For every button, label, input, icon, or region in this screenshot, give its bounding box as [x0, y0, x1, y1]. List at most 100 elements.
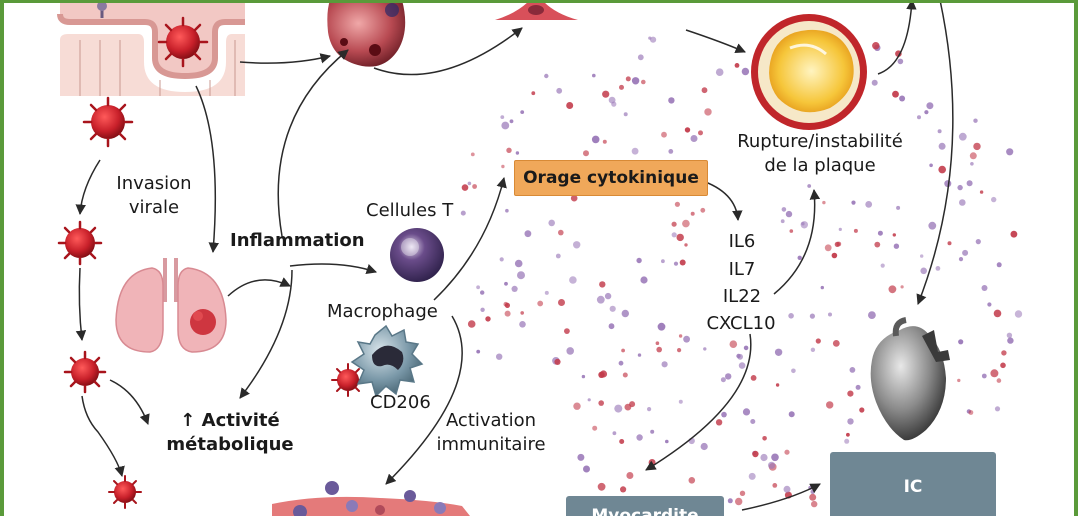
cytokine-dot: [548, 219, 555, 227]
cytokine-dot: [703, 347, 707, 351]
invasion-virale-label: Invasion virale: [92, 172, 216, 220]
cytokine-dot: [788, 313, 794, 319]
cytokine-dot: [996, 262, 1002, 268]
cytokine-dot: [661, 361, 668, 368]
cytokine-dot: [604, 292, 612, 300]
cytokine-dot: [801, 222, 805, 226]
cytokine-dot: [1014, 310, 1023, 318]
cytokine-dot: [461, 184, 469, 191]
cytokine-dot: [472, 184, 477, 189]
cytokine-dot: [973, 142, 981, 151]
invasion-line1: Invasion: [116, 173, 192, 194]
cytokine-dot: [537, 300, 544, 307]
cytokine-dot: [865, 201, 873, 208]
cytokine-dot: [661, 259, 665, 264]
cytokine-dot: [520, 311, 524, 315]
cytokine-dot: [892, 233, 896, 237]
cytokine-dot: [855, 384, 861, 390]
cytokine-dot: [789, 229, 794, 233]
cytokine-dot: [739, 490, 746, 496]
cytokine-dot: [476, 285, 480, 290]
up-arrow-icon: ↑: [180, 410, 196, 431]
cytokine-dot: [774, 348, 783, 356]
cytokine-dot: [920, 267, 927, 275]
cytokine-dot: [599, 370, 608, 378]
cytokine-dot: [506, 147, 512, 153]
cytokine-dot: [810, 489, 815, 494]
cytokine-dot: [743, 345, 749, 351]
cytokine-dot: [966, 180, 973, 187]
cytokine-dot: [485, 316, 491, 322]
cytokine-dot: [968, 410, 974, 415]
cytokine-dot: [618, 360, 624, 366]
cytokine-dot: [671, 232, 677, 238]
cytokine-dot: [958, 339, 964, 345]
cytokine-dot: [772, 483, 778, 488]
cytokine-dot: [555, 253, 561, 259]
cytokine-dot: [684, 243, 688, 247]
cytokine-dot: [592, 73, 596, 78]
cell-membrane-illustration: [57, 0, 245, 96]
rupture-line1: Rupture/instabilité: [737, 131, 903, 152]
cytokine-dot: [762, 436, 767, 441]
cytokine-dot: [947, 241, 952, 246]
heart-illustration: [327, 0, 406, 67]
cytokine-dot: [750, 375, 757, 381]
cytokine-dot: [573, 402, 581, 410]
cytokine-dot: [504, 310, 511, 317]
cytokine-dot: [608, 323, 615, 330]
cytokine-dot: [583, 465, 590, 473]
cytokine-dot: [715, 419, 723, 426]
cytokine-dot: [1010, 230, 1018, 238]
cytokine-dot: [926, 102, 934, 110]
activite-word: Activité: [201, 410, 280, 431]
cytokine-dot: [981, 285, 988, 291]
cytokine-dot: [636, 434, 643, 441]
cytokine-dot: [957, 378, 961, 383]
cytokine-dot: [622, 372, 628, 378]
cytokine-dot: [780, 219, 785, 224]
cytokine-dot: [917, 115, 921, 120]
cytokine-dot: [872, 42, 880, 50]
cytokine-dot: [880, 263, 885, 268]
cytokine-dot: [558, 299, 565, 306]
cytokine-dot: [631, 147, 639, 155]
cytokine-dot: [809, 313, 816, 319]
cytokine-dot: [748, 472, 756, 480]
cytokine-dot: [661, 131, 667, 138]
cytokine-dot: [656, 346, 662, 353]
cytokine-dot: [822, 200, 826, 205]
cytokine-dot: [480, 307, 485, 312]
cytokine-dot: [929, 163, 933, 168]
lungs-illustration: [115, 258, 227, 353]
cytokine-dot: [596, 295, 605, 304]
cytokine-dot: [678, 399, 683, 404]
macrophage-illustration: [350, 324, 424, 398]
cytokine-dot: [807, 184, 812, 188]
cytokine-dot: [720, 377, 726, 383]
cytokine-dot: [602, 90, 610, 98]
cytokine-dot: [771, 453, 779, 462]
cytokine-dot: [938, 142, 946, 150]
cytokine-particles: [460, 36, 1023, 508]
orage-cytokinique-box: Orage cytokinique: [514, 160, 708, 196]
cytokine-dot: [741, 67, 750, 76]
cytokine-dot: [1001, 350, 1007, 356]
cytokine-dot: [558, 229, 564, 236]
cytokine-dot: [844, 438, 850, 444]
cytokine-dot: [650, 36, 657, 43]
cytokine-dot: [828, 312, 832, 317]
cytokine-dot: [832, 340, 840, 347]
cytokine-dot: [700, 207, 706, 213]
cytokine-dot: [1006, 148, 1014, 156]
cytokine-dot: [470, 152, 475, 157]
cytokine-dot: [935, 266, 941, 271]
cytokine-dot: [987, 302, 992, 307]
cytokine-dot: [811, 500, 818, 508]
cytokine-dot: [544, 73, 549, 79]
cytokine-dot: [888, 285, 897, 294]
cytokine-dot: [611, 101, 617, 107]
cytokine-dot: [781, 207, 787, 212]
cytokine-dot: [874, 241, 881, 248]
